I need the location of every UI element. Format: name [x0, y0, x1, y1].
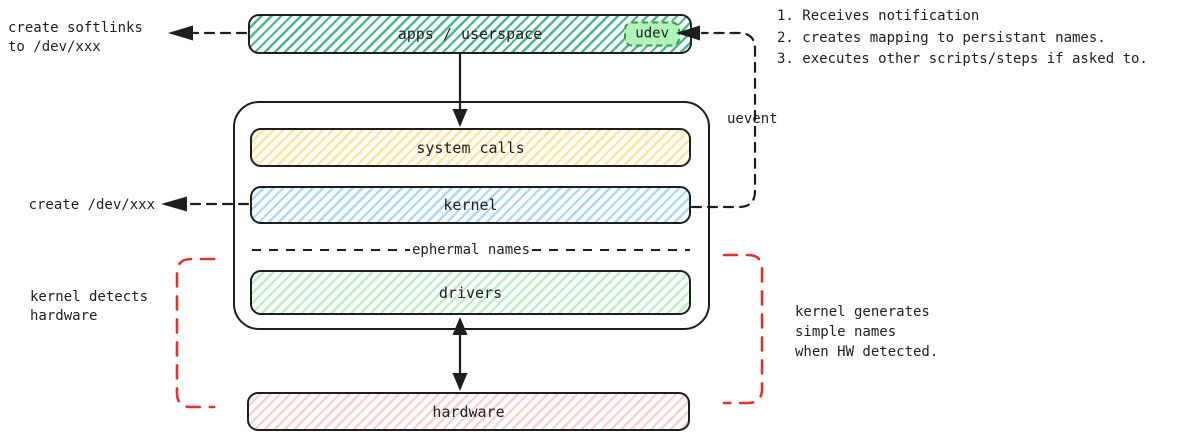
create-dev-arrow-head-icon [161, 196, 187, 212]
uevent-label: uevent [727, 111, 778, 127]
system-calls-label: system calls [416, 138, 525, 157]
ephemeral-names-separator: ephermal names [252, 242, 691, 258]
hardware-arrow-head-down-icon [452, 373, 468, 391]
left-red-bracket [175, 257, 216, 409]
udev-label: udev [635, 25, 669, 42]
apps-userspace-label: apps / userspace [397, 25, 543, 43]
drivers-box: drivers [250, 270, 691, 315]
kernel-detects-note: kernel detects hardware [30, 289, 149, 324]
drivers-label: drivers [438, 283, 503, 302]
separator-dash-right [532, 249, 691, 251]
udev-badge: udev [624, 21, 680, 47]
ephemeral-names-label: ephermal names [412, 242, 531, 258]
kernel-label: kernel [443, 196, 498, 214]
right-red-bracket [722, 253, 764, 405]
apps-userspace-box: apps / userspace udev [248, 14, 692, 54]
separator-dash-left [252, 249, 410, 251]
udev-steps-list: 1. Receives notification 2. creates mapp… [777, 8, 1148, 67]
hardware-box: hardware [247, 392, 690, 431]
softlinks-arrow-head-icon [168, 25, 193, 41]
system-calls-box: system calls [250, 128, 691, 167]
create-softlinks-note: create softlinks to /dev/xxx [8, 20, 143, 55]
kernel-box: kernel [250, 186, 691, 224]
hardware-label: hardware [432, 402, 505, 421]
kernel-generates-note: kernel generates simple names when HW de… [795, 304, 939, 360]
create-dev-note: create /dev/xxx [28, 197, 155, 213]
